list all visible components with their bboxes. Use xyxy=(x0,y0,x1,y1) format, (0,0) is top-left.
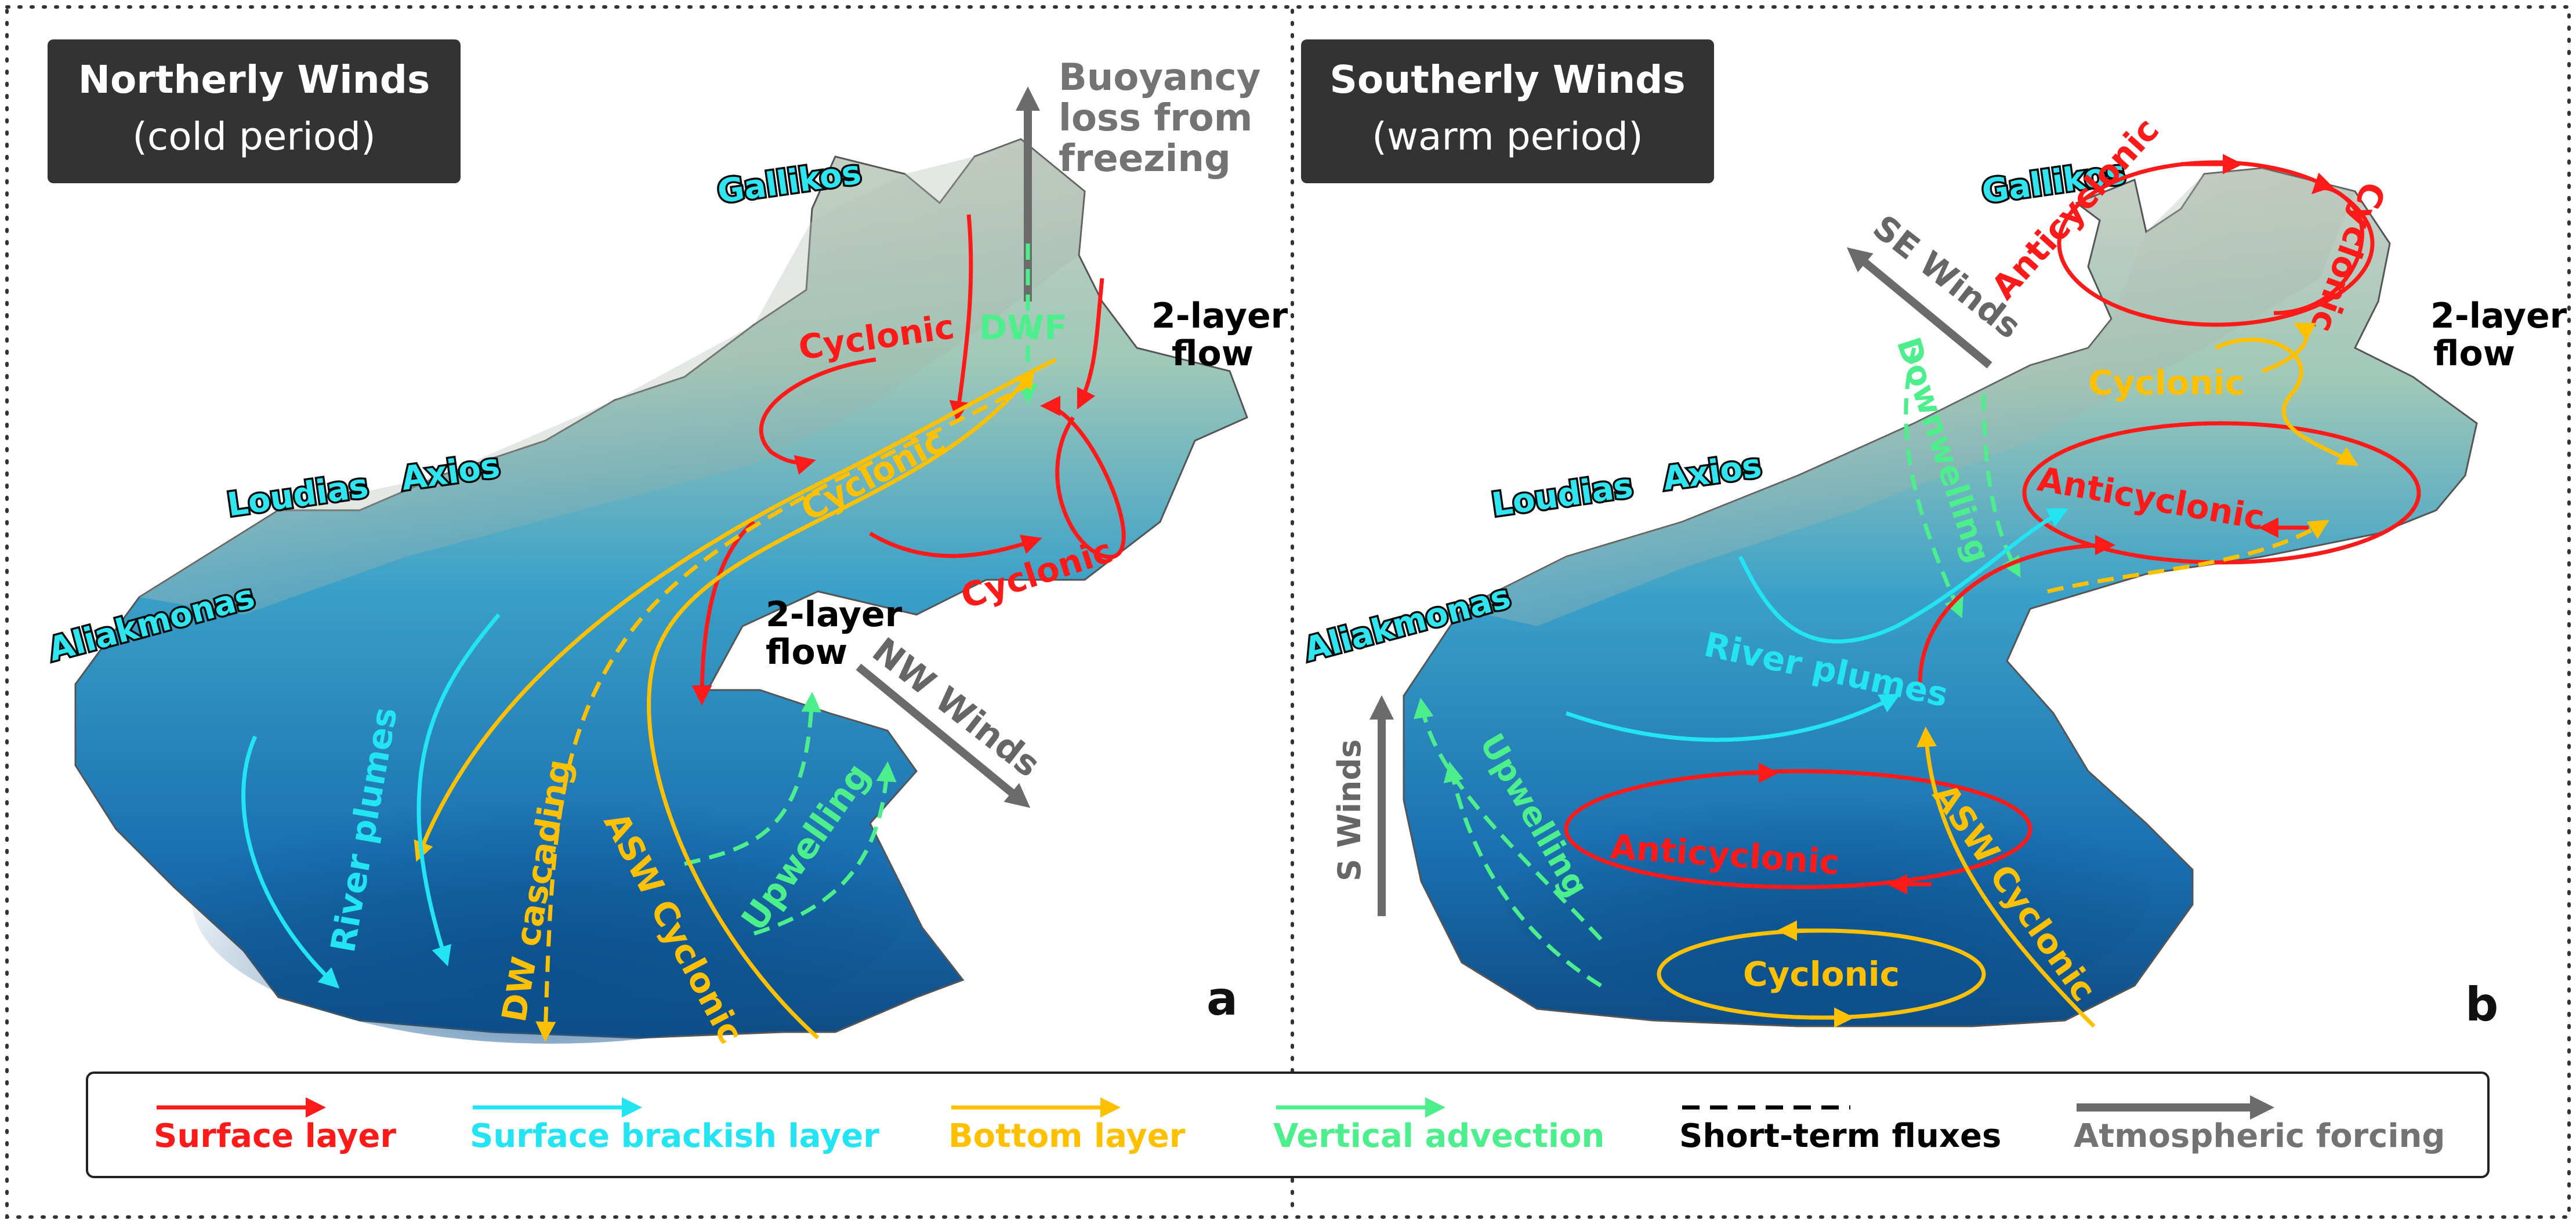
panel-a-two-layer-top-1: 2-layer xyxy=(1151,296,1288,336)
panel-b-se-winds-arrow xyxy=(1846,247,1992,369)
legend: Surface layer Surface brackish layer Bot… xyxy=(86,1072,2490,1178)
panel-b-red-flow-arrow xyxy=(1918,535,2115,685)
panel-a: Northerly Winds (cold period) Gallikos L… xyxy=(42,39,1288,1050)
panel-a-yellow-asw-arrow xyxy=(647,368,1035,1040)
outer-dotted-frame xyxy=(5,5,2571,1219)
panel-b-downwelling-arrow-2 xyxy=(1981,394,2021,578)
panel-b-shore-relief xyxy=(1462,168,2355,626)
panel-b-asw-yellow-arrow xyxy=(1916,727,2096,1028)
legend-item-surface-brackish: Surface brackish layer xyxy=(470,1097,879,1155)
panel-a-nw-winds-arrow xyxy=(856,663,1031,808)
panel-a-shore-relief xyxy=(139,139,1085,615)
panel-b-downwelling-arrow-1 xyxy=(1904,347,1963,619)
legend-item-vertical-advection: Vertical advection xyxy=(1273,1097,1604,1155)
panel-a-red-down-right xyxy=(1077,278,1104,410)
panel-b-cyclonic-top-arrow xyxy=(2273,172,2364,315)
panel-a-buoyancy-line1: Buoyancy xyxy=(1059,56,1260,99)
panel-a-two-layer-mid-1: 2-layer xyxy=(766,594,903,635)
panel-b-river-loudias: Loudias xyxy=(1490,467,1635,524)
legend-short-term-label: Short-term fluxes xyxy=(1679,1117,2001,1155)
panel-a-river-plumes-arrow-2 xyxy=(416,613,501,967)
panel-a-buoyancy-line2: loss from xyxy=(1059,97,1252,140)
panel-a-upwelling-arrow-2 xyxy=(753,761,897,936)
legend-item-surface-layer: Surface layer xyxy=(154,1097,396,1155)
panel-a-red-down-left xyxy=(949,214,973,422)
panel-b-subtitle: (warm period) xyxy=(1372,114,1643,159)
panel-b-anticyclonic-low-loop xyxy=(1564,769,2032,889)
panel-b-title-box xyxy=(1301,39,1714,183)
legend-item-short-term-fluxes: Short-term fluxes xyxy=(1679,1105,2001,1155)
panel-a-two-layer-mid-2: flow xyxy=(766,632,847,673)
panel-a-title: Northerly Winds xyxy=(78,57,430,102)
panel-a-buoyancy-line3: freezing xyxy=(1059,137,1231,180)
panel-a-subtitle: (cold period) xyxy=(132,114,376,159)
legend-bottom-label: Bottom layer xyxy=(948,1117,1186,1155)
panel-b-two-layer-2: flow xyxy=(2433,333,2515,374)
panel-b: Southerly Winds (warm period) Gallikos L… xyxy=(1298,39,2567,1031)
panel-b-anticyclonic-mid-loop xyxy=(2022,421,2421,565)
panel-a-title-box xyxy=(48,39,461,183)
panel-a-letter: a xyxy=(1207,972,1238,1026)
legend-atmospheric-label: Atmospheric forcing xyxy=(2074,1117,2445,1155)
legend-surface-label: Surface layer xyxy=(154,1117,396,1155)
legend-item-bottom-layer: Bottom layer xyxy=(948,1097,1186,1155)
panel-b-title: Southerly Winds xyxy=(1329,57,1685,102)
panel-b-river-plumes-arrow-2 xyxy=(1565,693,1901,742)
panel-b-letter: b xyxy=(2465,978,2498,1031)
legend-item-atmospheric-forcing: Atmospheric forcing xyxy=(2074,1095,2445,1155)
panel-b-s-winds: S Winds xyxy=(1331,739,1368,881)
panel-a-red-down-arrow xyxy=(691,520,756,706)
panel-a-cyclonic-red-right-arrow xyxy=(1040,395,1126,559)
panel-b-cyclonic-yellow: Cyclonic xyxy=(2088,363,2245,402)
legend-vertical-label: Vertical advection xyxy=(1273,1117,1604,1155)
panel-b-upwelling-arrow-2 xyxy=(1443,761,1602,987)
panel-a-deep-basin xyxy=(191,754,911,1044)
panel-a-dwf: DWF xyxy=(979,308,1067,347)
panel-b-two-layer-1: 2-layer xyxy=(2430,296,2567,336)
panel-a-river-plumes-arrow-1 xyxy=(241,735,340,989)
panel-b-cyclonic-low: Cyclonic xyxy=(1743,954,1900,994)
panel-a-cyclonic-red-top-arrow xyxy=(759,357,876,475)
panel-a-yellow-cyclonic-arrow xyxy=(414,357,1057,862)
panel-a-two-layer-top-2: flow xyxy=(1172,333,1253,374)
panel-b-cyclonic-yellow-arrow-2 xyxy=(2261,322,2316,373)
panel-b-river-plumes-arrow-1 xyxy=(1738,508,2069,644)
panel-a-red-flow-lower xyxy=(869,531,1042,558)
legend-brackish-label: Surface brackish layer xyxy=(470,1117,879,1155)
panel-a-upwelling-arrow-1 xyxy=(684,692,822,866)
panel-b-river-axios: Axios xyxy=(1661,447,1764,498)
panel-b-cyclonic-yellow-arrow xyxy=(2215,337,2359,466)
panel-a-yellow-dw-cascading xyxy=(535,380,1034,1042)
legend-box xyxy=(86,1072,2490,1178)
panel-b-upwelling-arrow-1 xyxy=(1413,698,1603,941)
